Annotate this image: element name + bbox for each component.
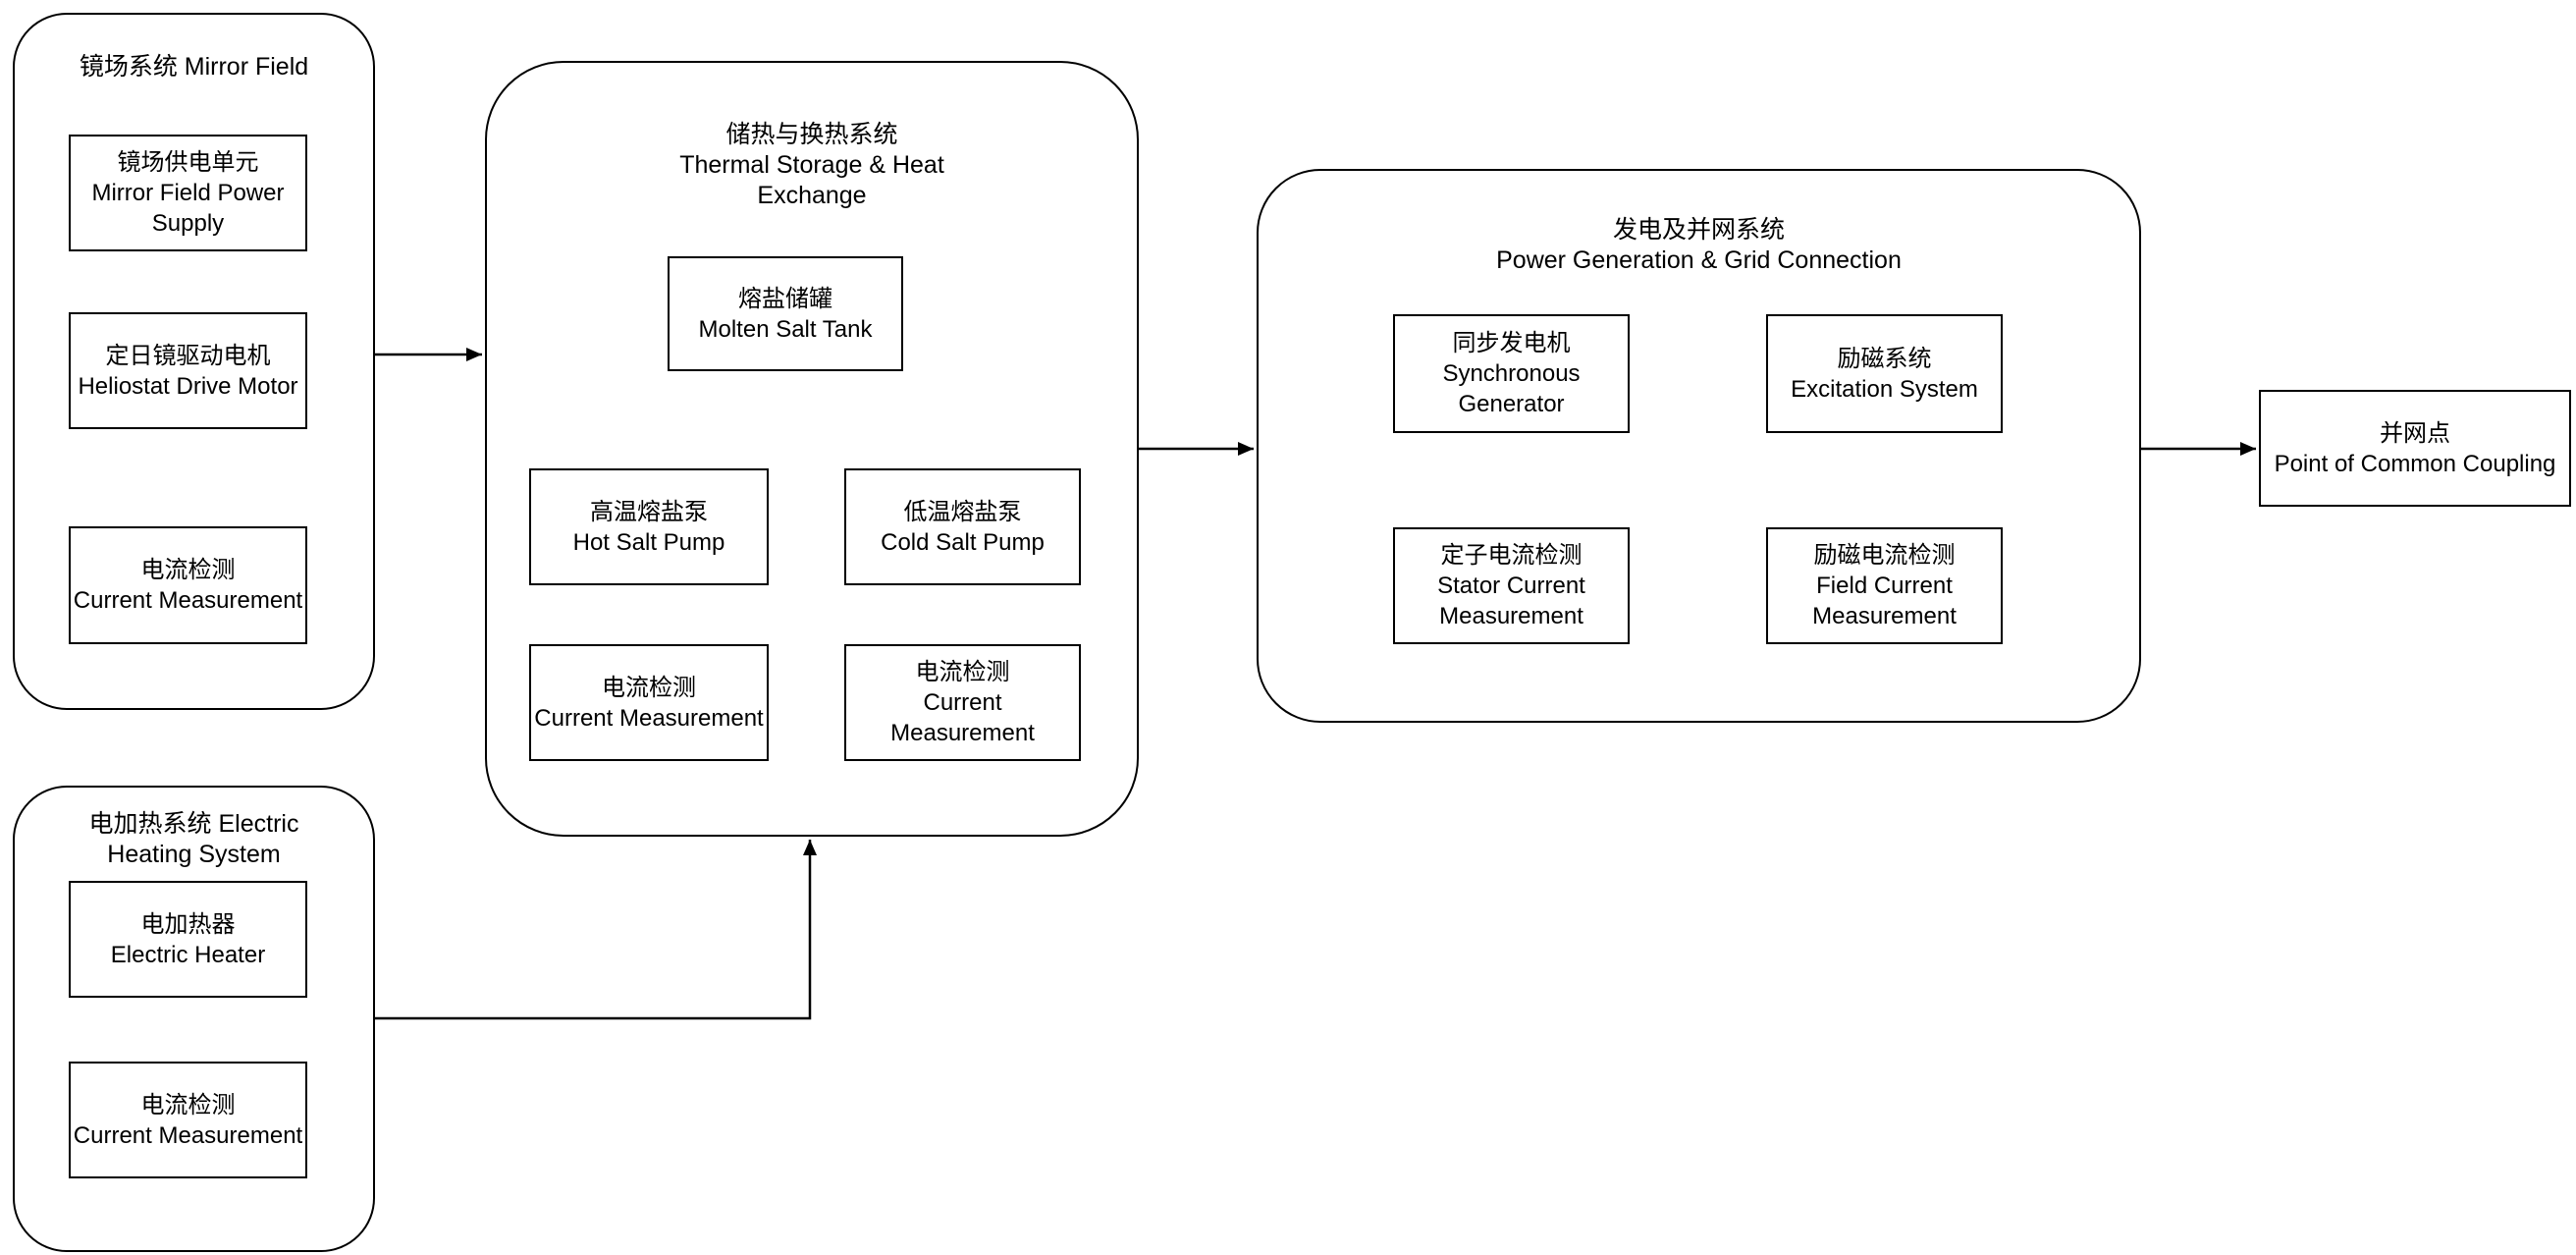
- node-cold-pump-current-measurement: 电流检测 Current Measurement: [844, 644, 1081, 761]
- title-line: 储热与换热系统: [725, 121, 898, 148]
- node-point-of-common-coupling: 并网点 Point of Common Coupling: [2259, 390, 2571, 507]
- node-label-en: Current Measurement: [73, 1121, 303, 1149]
- node-label-en: Hot Salt Pump: [572, 528, 725, 556]
- node-label-en: Electric Heater: [110, 941, 266, 968]
- node-label-en: Current Measurement: [534, 704, 764, 732]
- group-power-generation-title: 发电及并网系统 Power Generation & Grid Connecti…: [1259, 215, 2139, 276]
- node-label-en: Cold Salt Pump: [881, 528, 1045, 556]
- node-heliostat-drive-motor: 定日镜驱动电机 Heliostat Drive Motor: [69, 312, 307, 429]
- node-label-zh: 定子电流检测: [1440, 542, 1583, 569]
- node-label-zh: 低温熔盐泵: [903, 498, 1022, 525]
- title-line: Heating System: [107, 841, 281, 868]
- node-label-en: Molten Salt Tank: [698, 315, 873, 343]
- node-cold-salt-pump: 低温熔盐泵 Cold Salt Pump: [844, 468, 1081, 585]
- node-label-en: Stator Current Measurement: [1437, 573, 1585, 629]
- node-label-zh: 电流检测: [140, 1091, 236, 1119]
- node-excitation-system: 励磁系统 Excitation System: [1766, 314, 2003, 433]
- node-hot-pump-current-measurement: 电流检测 Current Measurement: [529, 644, 769, 761]
- node-label-zh: 电流检测: [602, 674, 696, 701]
- node-mirror-field-current-measurement: 电流检测 Current Measurement: [69, 526, 307, 644]
- node-label-zh: 励磁电流检测: [1813, 542, 1956, 569]
- node-electric-heater: 电加热器 Electric Heater: [69, 881, 307, 998]
- node-label-en: Mirror Field Power Supply: [91, 180, 285, 237]
- node-label-en: Heliostat Drive Motor: [78, 372, 298, 400]
- title-line: Power Generation & Grid Connection: [1496, 246, 1902, 274]
- node-hot-salt-pump: 高温熔盐泵 Hot Salt Pump: [529, 468, 769, 585]
- node-label-zh: 高温熔盐泵: [590, 498, 708, 525]
- node-synchronous-generator: 同步发电机 Synchronous Generator: [1393, 314, 1630, 433]
- node-field-current-measurement: 励磁电流检测 Field Current Measurement: [1766, 527, 2003, 644]
- title-line: 发电及并网系统: [1612, 216, 1785, 244]
- group-electric-heating: 电加热系统 Electric Heating System: [13, 786, 375, 1252]
- group-mirror-field-title: 镜场系统 Mirror Field: [79, 53, 309, 81]
- node-label-zh: 并网点: [2380, 419, 2450, 447]
- node-label-zh: 定日镜驱动电机: [105, 342, 271, 369]
- title-line: Exchange: [757, 182, 867, 209]
- node-label-zh: 熔盐储罐: [738, 285, 832, 312]
- title-line: Thermal Storage & Heat: [679, 151, 944, 179]
- node-label-en: Synchronous Generator: [1442, 360, 1581, 417]
- node-stator-current-measurement: 定子电流检测 Stator Current Measurement: [1393, 527, 1630, 644]
- group-thermal-storage-title: 储热与换热系统 Thermal Storage & Heat Exchange: [487, 120, 1137, 211]
- node-label-zh: 励磁系统: [1837, 345, 1932, 372]
- node-electric-heating-current-measurement: 电流检测 Current Measurement: [69, 1062, 307, 1178]
- node-label-en: Current Measurement: [73, 587, 303, 614]
- group-power-generation: 发电及并网系统 Power Generation & Grid Connecti…: [1257, 169, 2141, 723]
- node-mirror-field-power-supply: 镜场供电单元 Mirror Field Power Supply: [69, 135, 307, 251]
- title-line: 电加热系统 Electric: [88, 810, 299, 838]
- node-label-zh: 电流检测: [140, 557, 236, 583]
- node-label-en: Field Current Measurement: [1812, 573, 1957, 629]
- node-label-zh: 电流检测: [915, 659, 1010, 685]
- node-label-en: Current Measurement: [890, 689, 1035, 746]
- node-label-en: Excitation System: [1791, 375, 1978, 403]
- node-label-en: Point of Common Coupling: [2274, 450, 2556, 477]
- group-electric-heating-title: 电加热系统 Electric Heating System: [15, 809, 373, 870]
- connector-heating-to-thermal-arrow: [375, 840, 817, 1020]
- node-label-zh: 同步发电机: [1452, 330, 1571, 356]
- node-label-zh: 镜场供电单元: [117, 149, 259, 176]
- node-molten-salt-tank: 熔盐储罐 Molten Salt Tank: [668, 256, 903, 371]
- node-label-zh: 电加热器: [140, 910, 236, 938]
